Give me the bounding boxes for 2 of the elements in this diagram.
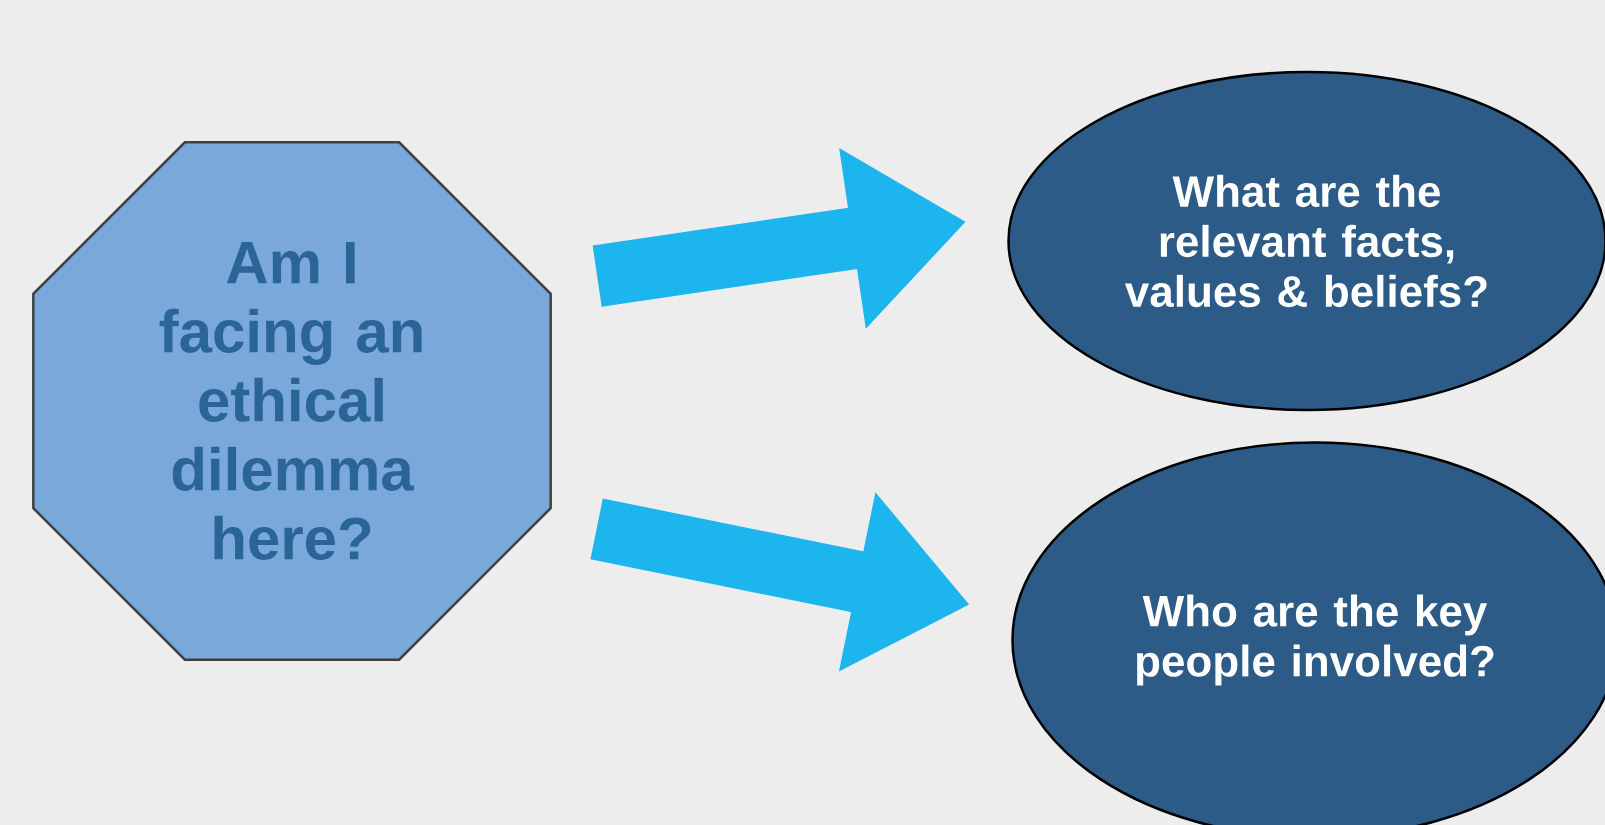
ellipse-box: Who are the key people involved? <box>1011 441 1605 825</box>
octagon-box: Am I facing an ethical dilemma here? <box>32 141 552 661</box>
